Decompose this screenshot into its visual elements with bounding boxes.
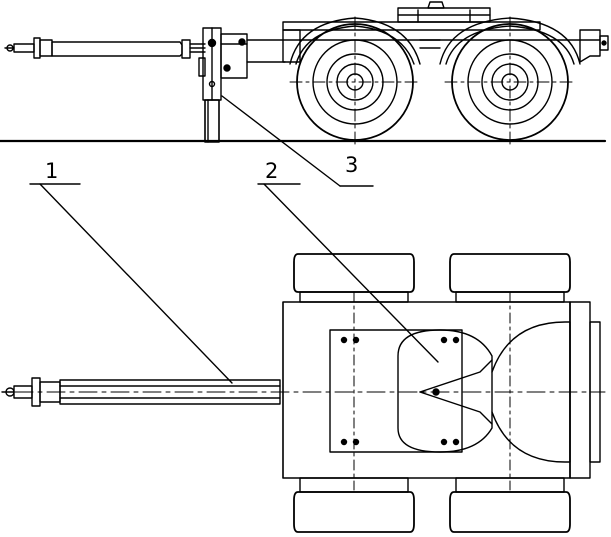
support-leg (198, 27, 248, 143)
callout-3: 3 (221, 95, 374, 187)
top-wheels (293, 253, 571, 533)
callout-3-label: 3 (345, 153, 358, 177)
top-view (1, 253, 606, 533)
callout-2: 2 (257, 159, 439, 363)
side-wheel-front (289, 16, 421, 148)
callout-1-label: 1 (45, 159, 58, 183)
side-view (0, 1, 609, 148)
side-frame (246, 1, 609, 65)
top-drawbar (1, 377, 281, 407)
top-chassis (282, 301, 601, 479)
callout-2-label: 2 (265, 159, 278, 183)
side-drawbar (4, 37, 206, 59)
side-wheel-rear (444, 16, 576, 148)
callout-1: 1 (29, 159, 233, 384)
